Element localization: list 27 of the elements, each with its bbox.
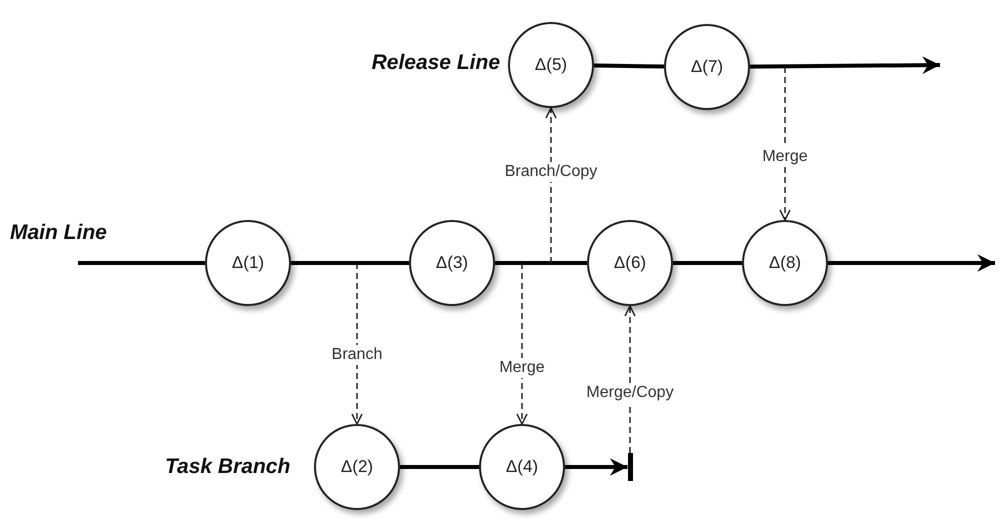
arrow (750, 56, 940, 74)
commit-circle: Δ(5) (508, 22, 594, 108)
dashed-arrow (779, 67, 791, 221)
line (495, 261, 587, 265)
commit-circle: Δ(2) (314, 424, 400, 510)
dashed-arrow (351, 263, 363, 425)
line (400, 465, 479, 469)
line-name: Main Line (10, 221, 107, 245)
dashed-arrow (545, 107, 557, 263)
commit-circle: Δ(4) (479, 424, 565, 510)
commit-circle: Δ(8) (742, 220, 828, 306)
line (78, 261, 205, 265)
edge-label: Branch (330, 345, 384, 365)
arrow (828, 254, 995, 272)
commit-circle: Δ(7) (664, 24, 750, 110)
commit-circle: Δ(6) (587, 220, 673, 306)
commit-circle: Δ(1) (205, 220, 291, 306)
line-name: Task Branch (165, 455, 290, 479)
line (291, 261, 409, 265)
line-name: Release Line (372, 51, 500, 75)
end-bar (628, 453, 632, 481)
commit-circle: Δ(3) (409, 220, 495, 306)
line (673, 261, 742, 265)
line (594, 64, 664, 68)
dashed-arrow (624, 305, 636, 453)
arrow (565, 458, 628, 476)
dashed-arrow (516, 263, 528, 425)
